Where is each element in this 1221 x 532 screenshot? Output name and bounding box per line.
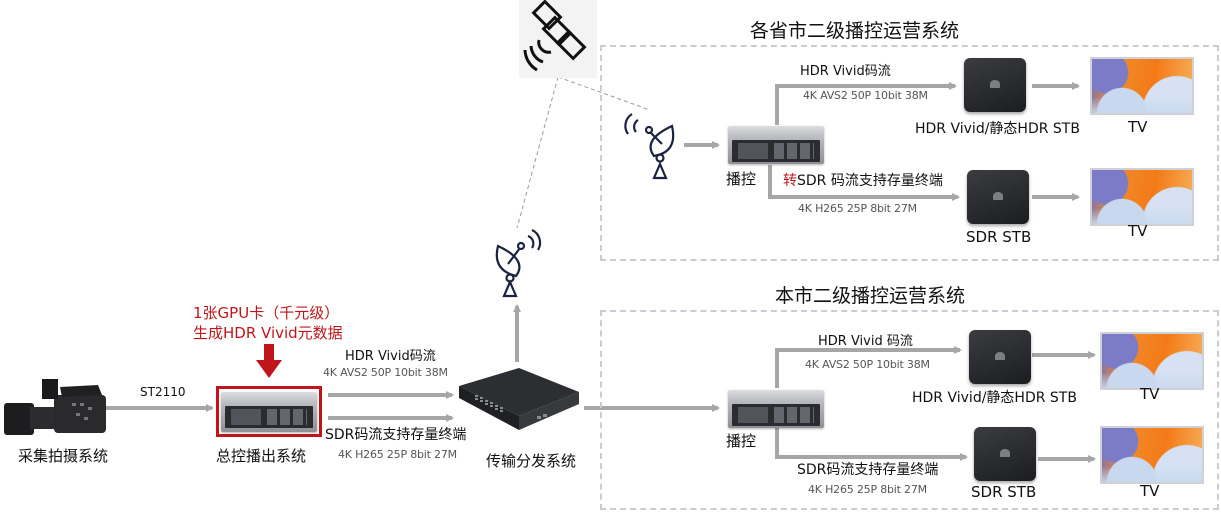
provincial-control-server xyxy=(728,126,824,164)
gpu-highlight-box xyxy=(216,386,322,437)
local-system-box xyxy=(600,310,1219,510)
provincial-hdr-stb-label: HDR Vivid/静态HDR STB xyxy=(915,121,1080,137)
local-tv-label-1: TV xyxy=(1140,385,1160,403)
local-hdr-stb-label: HDR Vivid/静态HDR STB xyxy=(912,390,1077,406)
provincial-control-label: 播控 xyxy=(726,170,757,188)
provincial-sdr-stb xyxy=(967,170,1029,224)
local-control-label: 播控 xyxy=(726,432,757,450)
provincial-sdr-tv xyxy=(1090,168,1194,226)
local-sdr-spec: 4K H265 25P 8bit 27M xyxy=(808,483,927,496)
local-sdr-tv xyxy=(1100,426,1204,484)
local-system-title: 本市二级播控运营系统 xyxy=(775,285,966,307)
local-sdr-stb-label: SDR STB xyxy=(971,483,1037,501)
provincial-sdr-stream-label: 转SDR 码流支持存量终端 xyxy=(783,170,943,190)
downlink-dish-icon xyxy=(622,108,682,182)
provincial-system-title: 各省市二级播控运营系统 xyxy=(750,20,960,42)
gpu-annotation-line1: 1张GPU卡（千元级） xyxy=(193,304,340,322)
local-tv-label-2: TV xyxy=(1140,482,1160,500)
satellite-icon xyxy=(519,0,597,78)
master-sdr-spec: 4K H265 25P 8bit 27M xyxy=(338,448,457,461)
provincial-hdr-spec: 4K AVS2 50P 10bit 38M xyxy=(803,89,928,102)
local-hdr-stream-label: HDR Vivid 码流 xyxy=(818,334,913,349)
local-hdr-tv xyxy=(1100,332,1204,390)
sdr-convert-prefix: 转 xyxy=(783,173,797,189)
satellite-link-downlink xyxy=(557,76,651,111)
local-control-server xyxy=(728,390,824,428)
gpu-annotation-line2: 生成HDR Vivid元数据 xyxy=(193,324,343,342)
gpu-down-arrow xyxy=(256,344,282,378)
master-control-server xyxy=(221,392,317,432)
distribution-switch xyxy=(457,366,581,430)
arrow-local-hdr xyxy=(775,346,962,388)
provincial-tv-label-2: TV xyxy=(1128,222,1148,240)
local-sdr-stream-label: SDR码流支持存量终端 xyxy=(797,462,939,478)
provincial-sdr-stb-label: SDR STB xyxy=(966,228,1032,246)
source-label: 采集拍摄系统 xyxy=(18,447,109,465)
arrow-local-sdr xyxy=(775,428,968,461)
provincial-hdr-tv xyxy=(1090,57,1194,115)
master-hdr-stream-label: HDR Vivid码流 xyxy=(345,349,436,364)
provincial-sdr-spec: 4K H265 25P 8bit 27M xyxy=(798,202,917,215)
local-hdr-stb xyxy=(969,330,1031,384)
master-sdr-stream-label: SDR码流支持存量终端 xyxy=(325,427,467,443)
provincial-system-box xyxy=(600,45,1219,261)
camera-icon xyxy=(2,373,114,441)
uplink-dish-icon xyxy=(488,226,548,300)
provincial-hdr-stream-label: HDR Vivid码流 xyxy=(800,64,891,79)
distribution-label: 传输分发系统 xyxy=(486,452,577,470)
provincial-tv-label-1: TV xyxy=(1128,118,1148,136)
local-hdr-spec: 4K AVS2 50P 10bit 38M xyxy=(805,358,930,371)
master-hdr-spec: 4K AVS2 50P 10bit 38M xyxy=(323,366,448,379)
local-sdr-stb xyxy=(974,427,1036,481)
provincial-sdr-stream-text: SDR 码流支持存量终端 xyxy=(797,173,943,189)
st2110-label: ST2110 xyxy=(140,385,186,399)
master-control-label: 总控播出系统 xyxy=(216,447,307,465)
arrow-prov-hdr xyxy=(775,82,957,125)
arrow-prov-sdr xyxy=(768,165,960,201)
satellite-link-uplink xyxy=(516,76,559,229)
provincial-hdr-stb xyxy=(964,58,1026,112)
